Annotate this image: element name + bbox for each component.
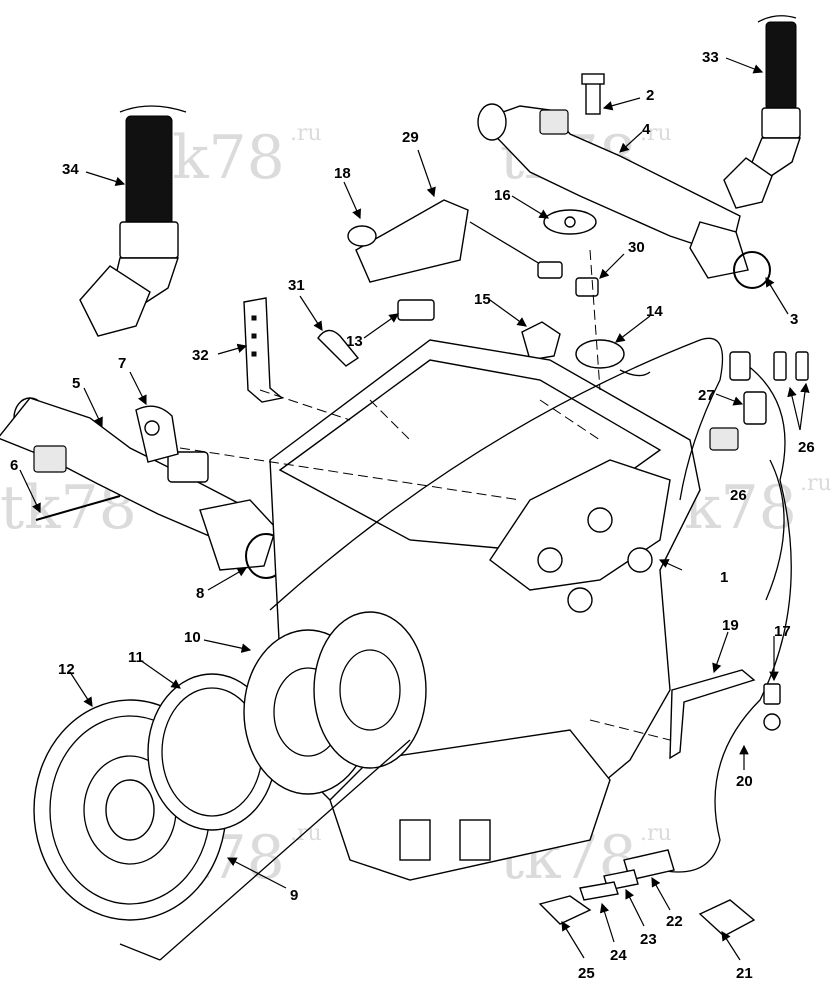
callout-33: 33 [702, 49, 719, 66]
callout-10: 10 [184, 629, 201, 646]
callout-24: 24 [610, 947, 627, 964]
callout-23: 23 [640, 931, 657, 948]
leader-arrows [19, 57, 810, 961]
callout-2: 2 [646, 87, 654, 104]
callout-4: 4 [642, 121, 651, 138]
watermark-suffix: .ru [290, 121, 322, 146]
callout-7: 7 [118, 355, 126, 372]
callout-11: 11 [128, 649, 144, 666]
callout-19: 19 [722, 617, 739, 634]
watermark-suffix: .ru [800, 471, 832, 496]
callout-31: 31 [288, 277, 305, 294]
callout-14: 14 [646, 303, 663, 320]
callout-6: 6 [10, 457, 18, 474]
callout-30: 30 [628, 239, 645, 256]
callout-18: 18 [334, 165, 351, 182]
callout-27: 27 [698, 387, 715, 404]
watermark-suffix: .ru [640, 121, 672, 146]
compressor-body [269, 339, 701, 881]
callout-34: 34 [62, 161, 79, 178]
hub-9 [313, 611, 427, 769]
leader-line [159, 739, 411, 961]
callout-13: 13 [346, 333, 363, 350]
callout-17: 17 [774, 623, 791, 640]
callout-26: 26 [798, 439, 815, 456]
suction-valve-assembly [0, 397, 287, 579]
callout-29: 29 [402, 129, 419, 146]
callout-25: 25 [578, 965, 595, 982]
leader-line [119, 943, 161, 961]
bracket-19-17 [669, 669, 781, 760]
assembly-guide-lines [179, 249, 671, 741]
clamp-31 [317, 329, 360, 367]
callout-12: 12 [58, 661, 75, 678]
hose-right-33 [723, 15, 801, 209]
watermark-suffix: .ru [640, 821, 672, 846]
callout-32: 32 [192, 347, 209, 364]
bracket-32 [243, 297, 284, 403]
callout-8: 8 [196, 585, 204, 602]
callout-9: 9 [290, 887, 298, 904]
callout-3: 3 [790, 311, 798, 328]
fittings-30-13-15-14 [397, 277, 651, 377]
callout-22: 22 [666, 913, 683, 930]
hose-left-34 [79, 105, 187, 337]
discharge-valve-assembly [477, 73, 771, 289]
plugs-21-25 [538, 849, 756, 937]
callout-21: 21 [736, 965, 753, 982]
callout-1: 1 [720, 569, 728, 586]
callout-5: 5 [72, 375, 80, 392]
callout-20: 20 [736, 773, 753, 790]
connectors-26-27-28 [709, 351, 809, 451]
callout-15: 15 [474, 291, 491, 308]
switch-bracket-29 [347, 199, 563, 283]
callout-26-secondary: 26 [730, 487, 747, 504]
watermark-suffix: .ru [290, 821, 322, 846]
callout-16: 16 [494, 187, 511, 204]
callout-labels: 2 3 4 5 6 7 8 9 10 11 12 13 14 15 16 17 … [10, 49, 815, 982]
